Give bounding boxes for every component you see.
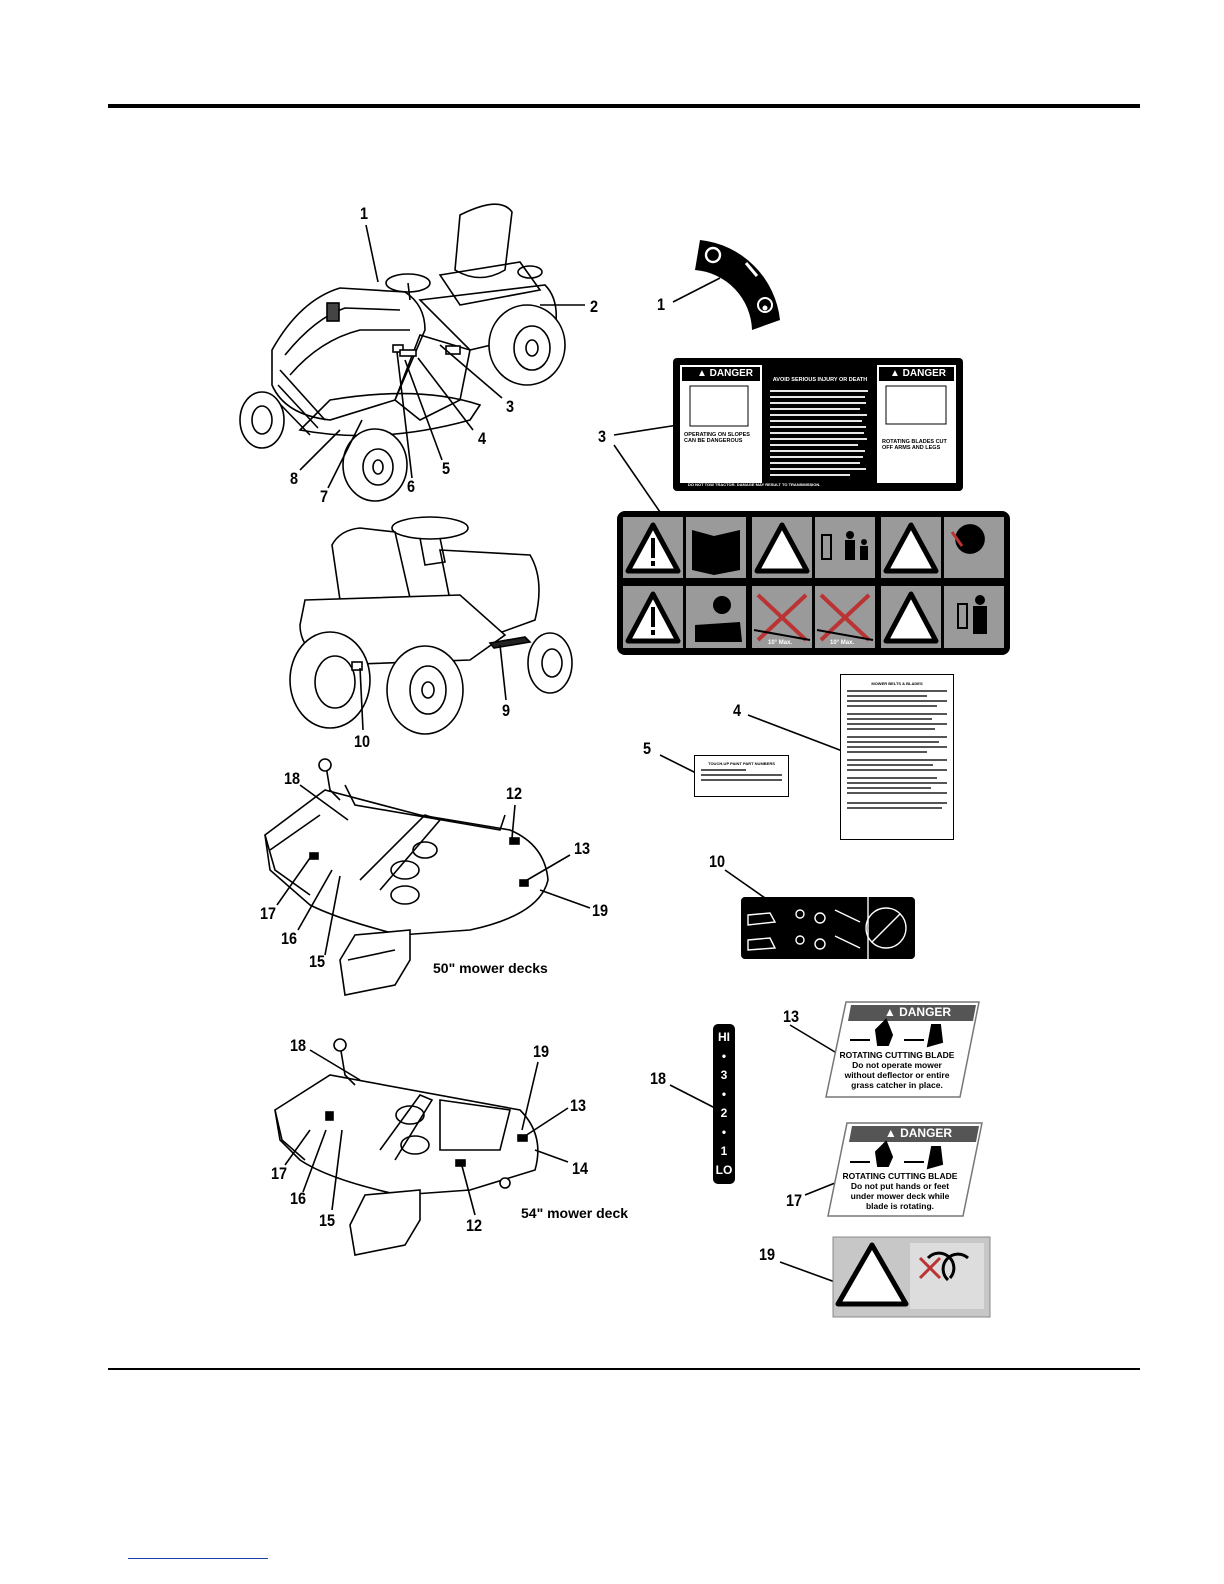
decal-3-slope-2: 10° Max. (830, 640, 855, 646)
callout-deck50-16: 16 (281, 929, 298, 948)
decal-3-right-text: ROTATING BLADES CUT OFF ARMS AND LEGS (882, 439, 954, 451)
decal-5-title: TOUCH-UP PAINT PART NUMBERS (708, 761, 775, 766)
decal-13-line-3: without deflector or entire (844, 1070, 950, 1080)
callout-decal-17: 17 (786, 1191, 803, 1210)
decal-1-off-symbol: O (707, 248, 708, 249)
caption-deck54: 54" mower deck (521, 1205, 629, 1221)
decal-18-scale-mark: • (721, 1125, 727, 1139)
decal-17-text: ROTATING CUTTING BLADE Do not put hands … (841, 1171, 959, 1211)
decal-3-slope-1: 10° Max. (768, 640, 793, 646)
deck54-illustration (274, 1038, 539, 1256)
callout-tractor-6: 6 (407, 477, 416, 496)
callout-deck54-13: 13 (570, 1096, 587, 1115)
callout-rear-9: 9 (502, 701, 511, 720)
callout-tractor-2: 2 (590, 297, 599, 316)
callout-deck54-17: 17 (271, 1164, 288, 1183)
decal-18-scale-mark: • (721, 1087, 727, 1101)
decal-3-left-text-2: CAN BE DANGEROUS (684, 438, 743, 444)
decal-17-line-2: Do not put hands or feet (850, 1181, 950, 1191)
decal-18-height-scale (713, 1024, 735, 1184)
decal-13-danger-header: ▲ DANGER (883, 1005, 952, 1019)
decal-3-right-text-1: ROTATING BLADES CUT (882, 439, 947, 445)
decal-18-scale-mark: • (721, 1049, 727, 1063)
decal-18-scale-mark: 1 (720, 1144, 728, 1158)
callout-deck50-19: 19 (592, 901, 609, 920)
decal-13-danger (825, 1001, 980, 1098)
callout-tractor-5: 5 (442, 459, 451, 478)
callout-decal-13: 13 (783, 1007, 800, 1026)
callout-decal-1: 1 (657, 295, 666, 314)
callout-decal-4: 4 (733, 701, 742, 720)
decal-18-scale-mark: 2 (720, 1106, 728, 1120)
decal-19-pictogram (832, 1236, 991, 1318)
decal-3-footer: DO NOT TOW TRACTOR. DAMAGE MAY RESULT TO… (688, 482, 821, 487)
decal-3-right-text-2: OFF ARMS AND LEGS (882, 445, 941, 451)
callout-deck50-15: 15 (309, 952, 326, 971)
callout-deck54-14: 14 (572, 1159, 589, 1178)
decal-13-danger-text: DANGER (899, 1005, 952, 1019)
callout-decal-18: 18 (650, 1069, 667, 1088)
decal-17-danger (827, 1122, 983, 1217)
decal-3-left-text: OPERATING ON SLOPES CAN BE DANGEROUS (684, 432, 760, 444)
decal-3-left-text-1: OPERATING ON SLOPES (684, 432, 750, 438)
decal-13-line-2: Do not operate mower (852, 1060, 942, 1070)
callout-tractor-8: 8 (290, 469, 299, 488)
decal-18-scale-mark: 3 (720, 1068, 728, 1082)
callout-deck54-16: 16 (290, 1189, 307, 1208)
decal-3-danger-right-text: DANGER (902, 368, 947, 379)
decal-13-line-4: grass catcher in place. (851, 1080, 943, 1090)
decal-3-pictogram-panel (617, 511, 1010, 655)
footnote-rule (128, 1558, 268, 1559)
decal-17-danger-header: ▲ DANGER (884, 1126, 953, 1140)
callout-deck54-19: 19 (533, 1042, 550, 1061)
decal-13-text: ROTATING CUTTING BLADE Do not operate mo… (838, 1050, 956, 1090)
decal-4-title: MOWER BELTS & BLADES (871, 681, 923, 686)
decal-1-ignition-arc (695, 240, 780, 330)
callout-tractor-3: 3 (506, 397, 515, 416)
callout-tractor-7: 7 (320, 487, 329, 506)
decal-18-scale-mark: LO (715, 1163, 733, 1177)
decal-10-label (741, 897, 915, 959)
callout-decal-19: 19 (759, 1245, 776, 1264)
decal-3-danger-right: ▲ DANGER (889, 368, 947, 379)
decal-3-danger-label (673, 358, 963, 491)
callout-rear-10: 10 (354, 732, 371, 751)
callout-deck54-18: 18 (290, 1036, 307, 1055)
callout-deck54-15: 15 (319, 1211, 336, 1230)
callout-tractor-1: 1 (360, 204, 369, 223)
tractor-rear-illustration (289, 516, 573, 735)
decal-5-touch-up-paint-label: TOUCH-UP PAINT PART NUMBERS (694, 755, 789, 797)
decal-18-scale-mark: HI (718, 1030, 730, 1044)
decal-17-line-4: blade is rotating. (865, 1201, 934, 1211)
callout-decal-10: 10 (709, 852, 726, 871)
callout-deck54-12: 12 (466, 1216, 483, 1235)
callout-decal-3: 3 (598, 427, 607, 446)
callout-decal-5: 5 (643, 739, 652, 758)
decal-3-center-title: AVOID SERIOUS INJURY OR DEATH (772, 377, 868, 383)
callout-deck50-13: 13 (574, 839, 591, 858)
caption-deck50: 50" mower decks (433, 960, 548, 976)
footer-rule (108, 1368, 1140, 1370)
callout-tractor-4: 4 (478, 429, 487, 448)
decal-3-danger-left: ▲ DANGER (696, 368, 754, 379)
callout-deck50-12: 12 (506, 784, 523, 803)
decal-4-belts-blades-label: MOWER BELTS & BLADES (840, 674, 954, 840)
decal-13-line-1: ROTATING CUTTING BLADE (839, 1050, 955, 1060)
decal-3-danger-left-text: DANGER (709, 368, 754, 379)
decal-17-line-3: under mower deck while (850, 1191, 950, 1201)
decal-17-danger-text: DANGER (900, 1126, 953, 1140)
callout-deck50-18: 18 (284, 769, 301, 788)
tractor-front-illustration (239, 203, 566, 502)
decal-17-line-1: ROTATING CUTTING BLADE (842, 1171, 958, 1181)
callout-deck50-17: 17 (260, 904, 277, 923)
header-rule (108, 104, 1140, 108)
